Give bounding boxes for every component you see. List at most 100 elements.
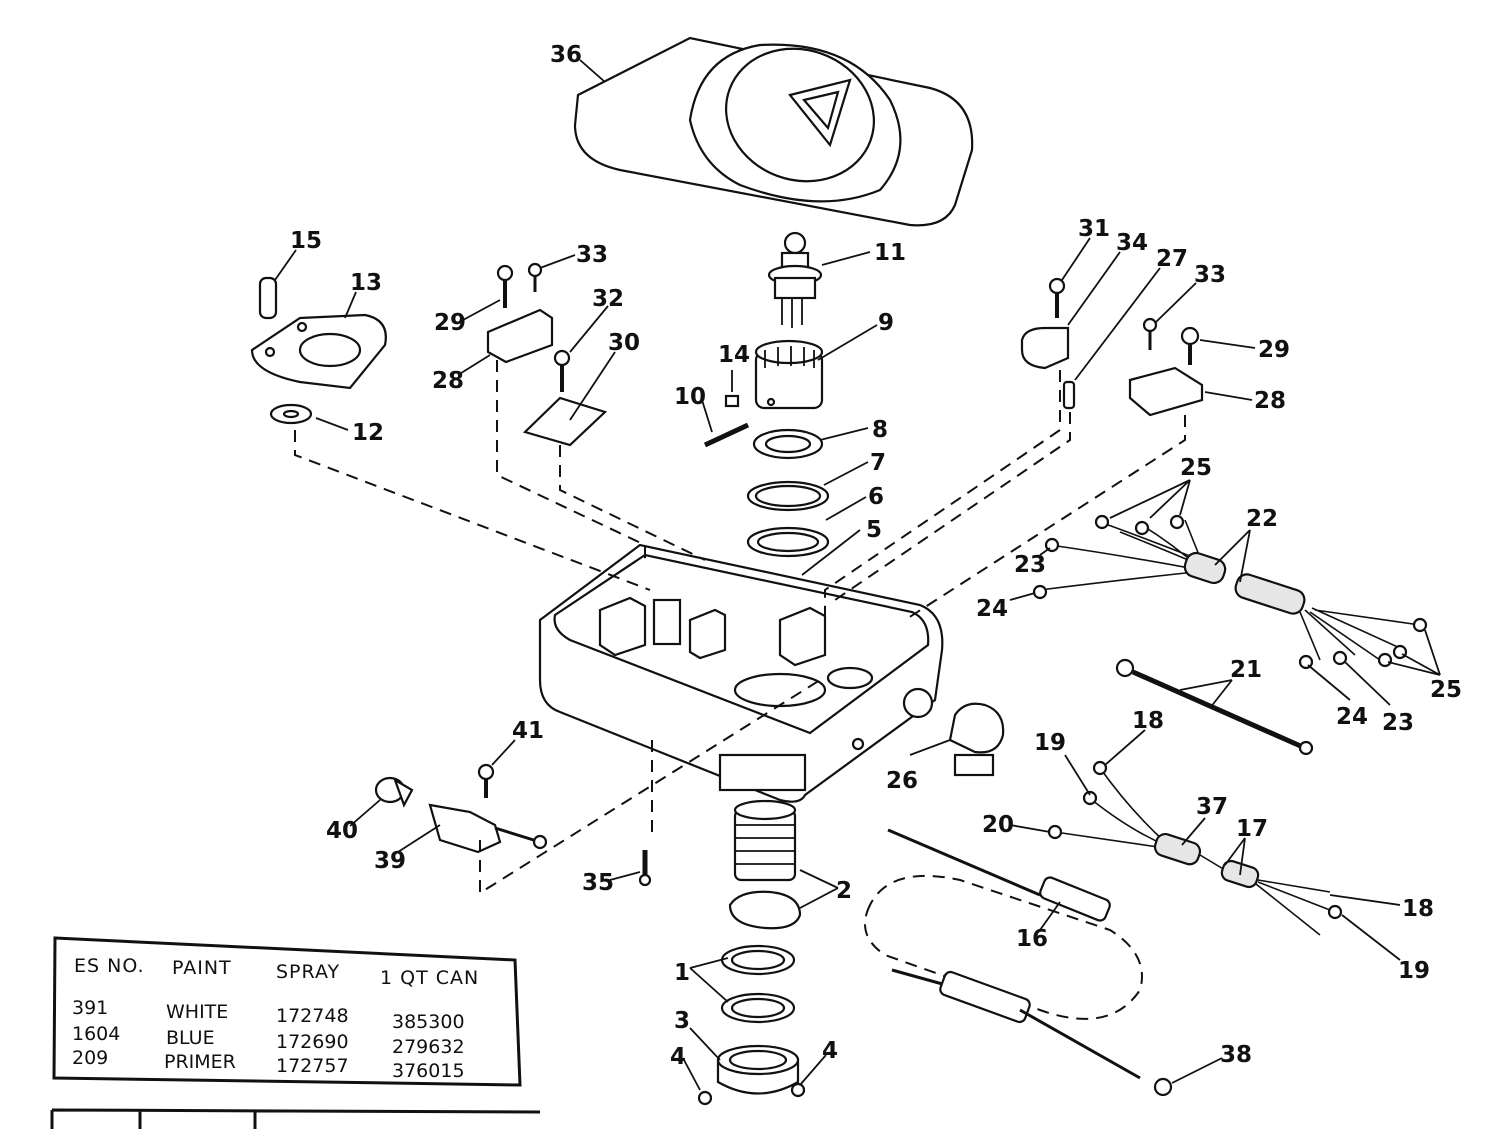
callout-26: 26 [886,768,918,794]
callout-37: 37 [1196,794,1228,820]
part-31-screw [1048,277,1066,318]
callout-27: 27 [1156,246,1188,272]
callout-29-right: 29 [1258,337,1290,363]
callout-28-right: 28 [1254,388,1286,414]
part-29-screw-right [1180,326,1200,365]
callout-2: 2 [836,878,852,904]
callout-8: 8 [872,417,888,443]
callout-30: 30 [608,330,640,356]
callout-10: 10 [674,384,706,410]
paint-table-cell: BLUE [166,1027,215,1049]
part-28-bracket-right [1128,366,1204,417]
part-12-washer [269,403,313,425]
leader-lines [274,59,1441,1091]
part-1-rings [720,944,796,1024]
assembly-guide-lines [294,360,1186,895]
part-16-cable [864,828,1143,1080]
part-4-setscrews [697,1082,806,1106]
part-33-screw-right [1142,317,1158,350]
callout-labels: 36 11 9 14 10 8 7 6 5 15 13 12 33 29 28 … [290,42,1462,1070]
paint-table-cell: 391 [72,997,108,1019]
part-32-screw [553,349,571,392]
callout-40: 40 [326,818,358,844]
part-41-screw [477,763,495,798]
part-13-gear-plate [250,313,387,390]
part-9-gear-pinion [754,339,824,410]
callout-41: 41 [512,718,544,744]
callout-16: 16 [1016,926,1048,952]
part-11-switch [767,231,823,328]
part-22-wire-harness [1032,514,1428,670]
callout-15: 15 [290,228,322,254]
paint-table-cell: 209 [72,1047,108,1069]
part-10-pin [703,422,750,448]
paint-table-cell: 385300 [392,1011,465,1033]
part-3-collar [716,1044,800,1095]
part-21-lead [1115,658,1314,756]
paint-table-header-spray: SPRAY [276,961,340,983]
callout-3: 3 [674,1008,690,1034]
callout-31: 31 [1078,216,1110,242]
paint-table-cell: WHITE [166,1001,228,1023]
callout-24-right: 24 [1336,704,1368,730]
part-39-ground-lead [428,803,548,854]
callout-12: 12 [352,420,384,446]
housing-base [538,543,944,803]
part-26-grommet [948,702,1005,777]
callout-35: 35 [582,870,614,896]
paint-table-cell: 172757 [276,1055,349,1077]
callout-4-left: 4 [670,1044,686,1070]
callout-33-right: 33 [1194,262,1226,288]
callout-22: 22 [1246,506,1278,532]
callout-38: 38 [1220,1042,1252,1068]
callout-25-bottom: 25 [1430,677,1462,703]
callout-23-left: 23 [1014,552,1046,578]
paint-table-cell: 279632 [392,1036,465,1058]
callout-18-top: 18 [1132,708,1164,734]
part-7-race [746,480,830,512]
callout-28-left: 28 [432,368,464,394]
callout-6: 6 [868,484,884,510]
part-28-bracket-left [486,308,554,364]
callout-34: 34 [1116,230,1148,256]
part-38-nut [1153,1077,1173,1097]
callout-19-top: 19 [1034,730,1066,756]
part-35-screw [638,850,652,887]
part-2-bushing [728,799,802,930]
part-36-cover [573,36,974,227]
callout-4-right: 4 [822,1038,838,1064]
part-29-screw-left [496,264,514,308]
paint-table: ES NO. PAINT SPRAY 1 QT CAN 391 WHITE 17… [52,936,522,1087]
paint-table-cell: 172748 [276,1005,349,1027]
paint-table-cell: 172690 [276,1031,349,1053]
callout-36: 36 [550,42,582,68]
part-15-pin [258,276,278,320]
callout-11: 11 [874,240,906,266]
part-6-5-washers [746,526,830,558]
paint-table-cell: PRIMER [164,1051,236,1073]
paint-table-header-es-no: ES NO. [74,955,145,977]
part-40-boot [374,776,414,808]
callout-19-bottom: 19 [1398,958,1430,984]
paint-table-header-paint: PAINT [172,957,232,979]
callout-13: 13 [350,270,382,296]
callout-29-left: 29 [434,310,466,336]
callout-1: 1 [674,960,690,986]
paint-table-header-qt-can: 1 QT CAN [380,967,479,989]
callout-39: 39 [374,848,406,874]
callout-33-left: 33 [576,242,608,268]
callout-17: 17 [1236,816,1268,842]
callout-18-bottom: 18 [1402,896,1434,922]
callout-25-top: 25 [1180,455,1212,481]
callout-20: 20 [982,812,1014,838]
part-30-plate [522,396,608,447]
callout-5: 5 [866,517,882,543]
callout-24-left: 24 [976,596,1008,622]
callout-32: 32 [592,286,624,312]
part-33-screw-left [527,262,543,292]
callout-14: 14 [718,342,750,368]
bottom-table-fragment [50,1108,541,1129]
callout-9: 9 [878,310,894,336]
part-34-clamp [1020,326,1070,370]
part-8-bearing [752,428,824,460]
